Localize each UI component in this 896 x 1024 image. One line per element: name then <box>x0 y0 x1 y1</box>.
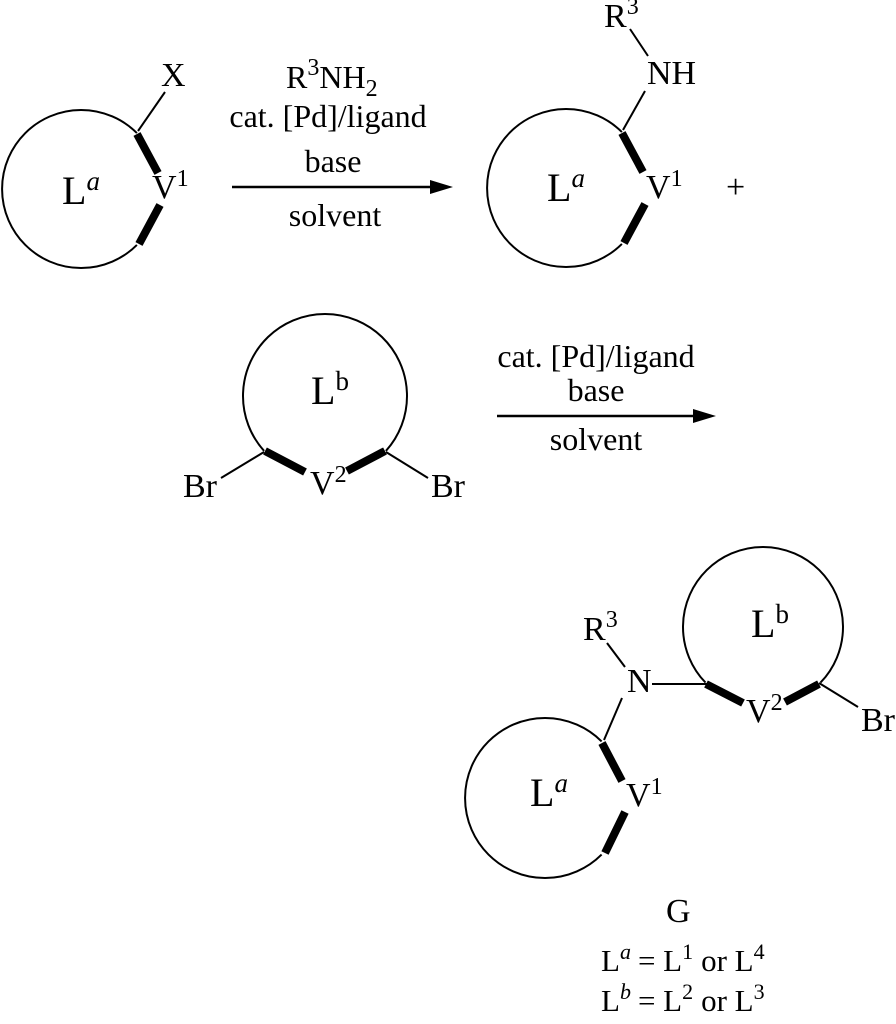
product-g-n-lower-bond <box>603 697 623 741</box>
reactant2-br-left-label: Br <box>183 468 218 505</box>
product-g-upper-ring-outline <box>682 546 844 684</box>
reactant1-substituent-x-label: X <box>161 57 186 94</box>
plus-sign: + <box>726 169 745 206</box>
reactant2-br-right-label: Br <box>431 468 466 505</box>
reaction1-group: La V1 X R3NH2 cat. [Pd]/ligand base solv… <box>1 0 745 269</box>
reactant2-vertex-label: V2 <box>310 462 347 502</box>
reaction2-group: Br Br Lb V2 cat. [Pd]/ligand base solven… <box>183 313 716 505</box>
product-g-group: Br Lb V2 N R3 La V1 G <box>464 546 896 930</box>
reaction2-condition-base: base <box>568 372 625 408</box>
reactant1-ring-label: La <box>62 166 100 213</box>
reaction1-condition-catalyst: cat. [Pd]/ligand <box>229 98 426 134</box>
product-g-br-bond <box>818 682 859 708</box>
product-g-upper-vertex-label: V2 <box>746 690 783 730</box>
product-g-lower-ring-outline <box>464 717 603 879</box>
reaction2-condition-solvent: solvent <box>550 421 643 457</box>
product-g-amine: N R3 <box>583 607 652 741</box>
product-g-r3-label: R3 <box>583 607 618 648</box>
product1-ring-label: La <box>547 163 585 210</box>
product-g-lower-ring: La V1 <box>464 717 663 879</box>
reactant1-wedge-bond-top <box>133 132 162 175</box>
reaction2-arrow-head-icon <box>693 409 716 423</box>
reactant1-x-bond <box>137 91 166 132</box>
product1-wedge-bond-top <box>618 131 647 174</box>
product-g-upper-ring-label: Lb <box>751 599 789 646</box>
product1-r3-label: R3 <box>604 0 639 35</box>
reaction1-arrow: R3NH2 cat. [Pd]/ligand base solvent <box>229 55 453 233</box>
reactant2-ring-label: Lb <box>311 366 349 413</box>
reactant2-wedge-bond-left <box>263 447 307 476</box>
reaction2-condition-catalyst: cat. [Pd]/ligand <box>497 338 694 374</box>
reaction2-reactant: Br Br Lb V2 <box>183 313 466 505</box>
reactant2-ring-outline <box>242 313 408 452</box>
reaction1-reagent-amine: R3NH2 <box>286 55 378 102</box>
product-g-lower-vertex-label: V1 <box>626 774 663 814</box>
product-g-wedge-bond-left <box>704 680 745 707</box>
reaction1-condition-base: base <box>305 143 362 179</box>
reactant2-br-bond-left <box>220 451 265 479</box>
product-g-upper-ring: Br Lb V2 <box>652 546 896 739</box>
reactant2-br-bond-right <box>385 451 429 479</box>
product1-wedge-bond-bottom <box>620 202 649 245</box>
reactant1-vertex-label: V1 <box>152 166 189 206</box>
product-g-wedge-bond-right <box>783 680 821 706</box>
product1-vertex-label: V1 <box>646 166 683 206</box>
product-g-n-label: N <box>627 663 652 700</box>
product-g-r3-bond <box>606 642 626 668</box>
product-g-name-label: G <box>666 893 691 930</box>
product-g-lower-wedge-bond-bottom <box>601 810 629 855</box>
reaction1-arrow-head-icon <box>430 180 453 194</box>
reaction2-arrow: cat. [Pd]/ligand base solvent <box>497 338 716 457</box>
product1-r3-bond <box>629 28 649 57</box>
reaction1-condition-solvent: solvent <box>289 197 382 233</box>
product-g-br-label: Br <box>861 702 896 739</box>
reactant1-ring-outline <box>1 109 138 269</box>
product-g-lower-wedge-bond-top <box>598 741 626 783</box>
product1-ring-outline <box>486 108 623 268</box>
product1-nh-label: NH <box>647 55 696 92</box>
reaction1-product: NH R3 La V1 <box>486 0 696 268</box>
reactant1-wedge-bond-bottom <box>135 203 164 246</box>
product-g-lower-ring-label: La <box>530 768 568 815</box>
product1-nh-bond <box>622 90 646 131</box>
reaction1-reactant: La V1 X <box>1 57 189 269</box>
reactant2-wedge-bond-right <box>345 447 387 475</box>
